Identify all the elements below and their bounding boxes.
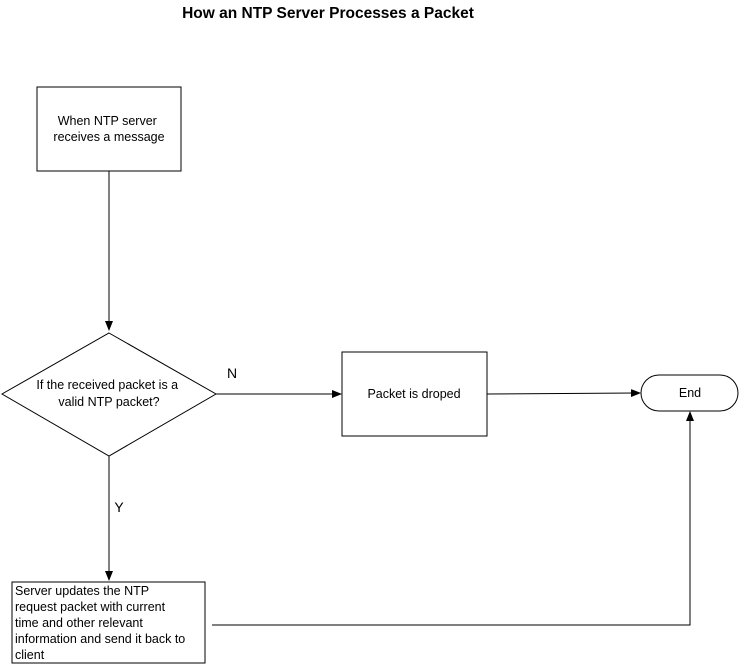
node-dropped: Packet is droped <box>341 351 488 437</box>
node-update-line: information and send it back to <box>15 632 185 646</box>
node-end-label: End <box>679 386 701 400</box>
edge-label-no: N <box>227 365 237 381</box>
node-decision-line: valid NTP packet? <box>58 395 159 409</box>
node-start: When NTP server receives a message <box>36 86 182 172</box>
node-decision-line: If the received packet is a <box>36 378 178 392</box>
node-start-line: When NTP server <box>58 114 157 128</box>
node-end: End <box>640 374 739 412</box>
node-update-box <box>11 581 206 664</box>
edge-update-to-end <box>212 411 694 626</box>
node-update-line: request packet with current <box>15 600 166 614</box>
node-dropped-line: Packet is droped <box>367 387 460 401</box>
node-update-line: client <box>15 648 45 662</box>
node-end-line: End <box>679 386 701 400</box>
node-start-line: receives a message <box>53 130 164 144</box>
edge-label-yes: Y <box>114 499 124 515</box>
node-update-line: Server updates the NTP <box>15 584 149 598</box>
edge-dropped-to-end <box>486 389 641 398</box>
node-decision-diamond <box>0 332 218 457</box>
node-dropped-label: Packet is droped <box>367 387 460 401</box>
diagram-title: How an NTP Server Processes a Packet <box>182 5 474 22</box>
node-update-label: Server updates the NTP request packet wi… <box>15 584 189 662</box>
node-start-label: When NTP server receives a message <box>53 114 164 144</box>
node-update: Server updates the NTP request packet wi… <box>11 581 206 664</box>
node-update-line: time and other relevant <box>15 616 143 630</box>
node-dropped-box <box>341 351 488 437</box>
node-decision: If the received packet is a valid NTP pa… <box>0 332 218 457</box>
node-start-box <box>36 86 182 172</box>
node-end-terminator <box>640 374 739 412</box>
node-decision-label: If the received packet is a valid NTP pa… <box>36 378 181 409</box>
